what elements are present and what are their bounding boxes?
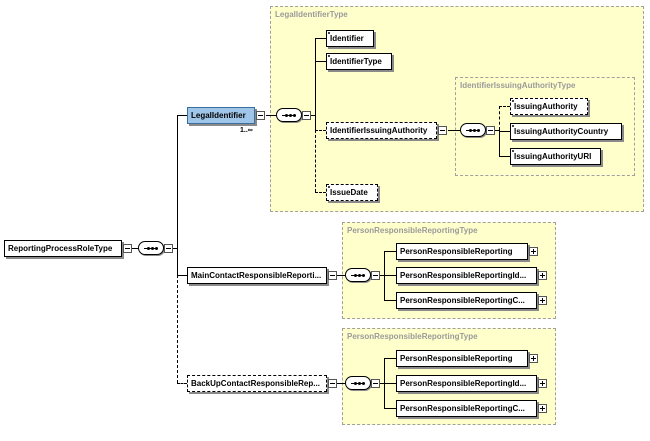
element-label: BackUpContactResponsibleRep... [191,379,320,388]
element-label: IdentifierType [330,57,382,66]
sequence-compositor-icon[interactable] [460,123,486,137]
element-person-responsible-reporting-c[interactable]: PersonResponsibleReportingC... [396,400,537,417]
connector [177,115,178,275]
element-label: IssueDate [330,188,368,197]
connector [499,130,500,156]
element-reporting-process-role-type[interactable]: ReportingProcessRoleType [4,240,122,257]
connector [499,156,510,157]
element-label: PersonResponsibleReporting [400,247,513,256]
expand-toggle-icon[interactable] [538,404,547,413]
connector [315,192,326,193]
collapse-toggle-icon[interactable] [164,244,173,253]
connector [315,61,326,62]
element-issuing-authority-country[interactable]: IssuingAuthorityCountry [510,123,622,140]
expand-toggle-icon[interactable] [538,379,547,388]
collapse-toggle-icon[interactable] [328,379,337,388]
collapse-toggle-icon[interactable] [438,126,447,135]
sequence-compositor-icon[interactable] [345,376,371,390]
connector [499,131,510,132]
collapse-toggle-icon[interactable] [302,111,311,120]
connector [337,383,345,384]
connector [384,251,396,252]
element-label: ReportingProcessRoleType [8,244,113,253]
connector [384,408,396,409]
expand-toggle-icon[interactable] [529,354,538,363]
connector [499,106,510,107]
element-person-responsible-reporting[interactable]: PersonResponsibleReporting [396,350,528,367]
element-person-responsible-reporting-id[interactable]: PersonResponsibleReportingId... [396,267,537,284]
connector [380,275,384,276]
connector [384,300,396,301]
collapse-toggle-icon[interactable] [371,271,380,280]
collapse-toggle-icon[interactable] [328,271,337,280]
connector [384,275,396,276]
connector [311,115,315,116]
element-label: PersonResponsibleReportingC... [400,404,525,413]
element-label: PersonResponsibleReporting [400,354,513,363]
element-identifier-type[interactable]: IdentifierType [326,53,392,70]
element-label: IssuingAuthority [514,102,578,111]
expand-toggle-icon[interactable] [538,271,547,280]
connector [315,38,316,130]
connector [448,130,460,131]
connector [495,130,499,131]
element-legal-identifier[interactable]: LegalIdentifier [187,107,255,124]
element-main-contact-responsible-reporting[interactable]: MainContactResponsibleReporti... [187,267,327,284]
cardinality-label: 1..∞ [240,127,253,134]
connector [380,383,384,384]
element-person-responsible-reporting-c[interactable]: PersonResponsibleReportingC... [396,292,537,309]
element-label: LegalIdentifier [191,111,246,120]
sequence-compositor-icon[interactable] [345,268,371,282]
element-label: IssuingAuthorityURI [514,152,592,161]
group-title: LegalIdentifierType [275,10,348,19]
collapse-toggle-icon[interactable] [486,126,495,135]
collapse-toggle-icon[interactable] [123,244,132,253]
connector [315,130,326,131]
collapse-toggle-icon[interactable] [256,111,265,120]
element-issue-date[interactable]: IssueDate [326,184,378,201]
connector [177,275,187,276]
connector [384,383,396,384]
connector [177,115,187,116]
connector [177,383,187,384]
connector [177,275,178,383]
group-title: PersonResponsibleReportingType [347,332,478,341]
sequence-compositor-icon[interactable] [276,108,302,122]
element-label: IdentifierIssuingAuthority [330,126,428,135]
element-label: MainContactResponsibleReporti... [191,271,322,280]
element-backup-contact-responsible-reporting[interactable]: BackUpContactResponsibleRep... [187,375,327,392]
connector [384,358,396,359]
element-person-responsible-reporting-id[interactable]: PersonResponsibleReportingId... [396,375,537,392]
element-issuing-authority[interactable]: IssuingAuthority [510,98,588,115]
connector [315,130,316,192]
expand-toggle-icon[interactable] [529,247,538,256]
element-label: PersonResponsibleReportingId... [400,271,527,280]
expand-toggle-icon[interactable] [538,296,547,305]
collapse-toggle-icon[interactable] [371,379,380,388]
group-title: IdentifierIssuingAuthorityType [460,81,576,90]
element-label: IssuingAuthorityCountry [514,127,609,136]
connector [266,115,276,116]
group-title: PersonResponsibleReportingType [347,226,478,235]
sequence-compositor-icon[interactable] [138,241,164,255]
element-label: PersonResponsibleReportingC... [400,296,525,305]
connector [499,106,500,130]
connector [337,275,345,276]
connector [315,38,326,39]
connector [132,248,138,249]
element-identifier[interactable]: Identifier [326,30,374,47]
element-label: Identifier [330,34,364,43]
connector [173,248,177,249]
element-identifier-issuing-authority[interactable]: IdentifierIssuingAuthority [326,122,437,139]
element-label: PersonResponsibleReportingId... [400,379,527,388]
element-person-responsible-reporting[interactable]: PersonResponsibleReporting [396,243,528,260]
element-issuing-authority-uri[interactable]: IssuingAuthorityURI [510,148,601,165]
